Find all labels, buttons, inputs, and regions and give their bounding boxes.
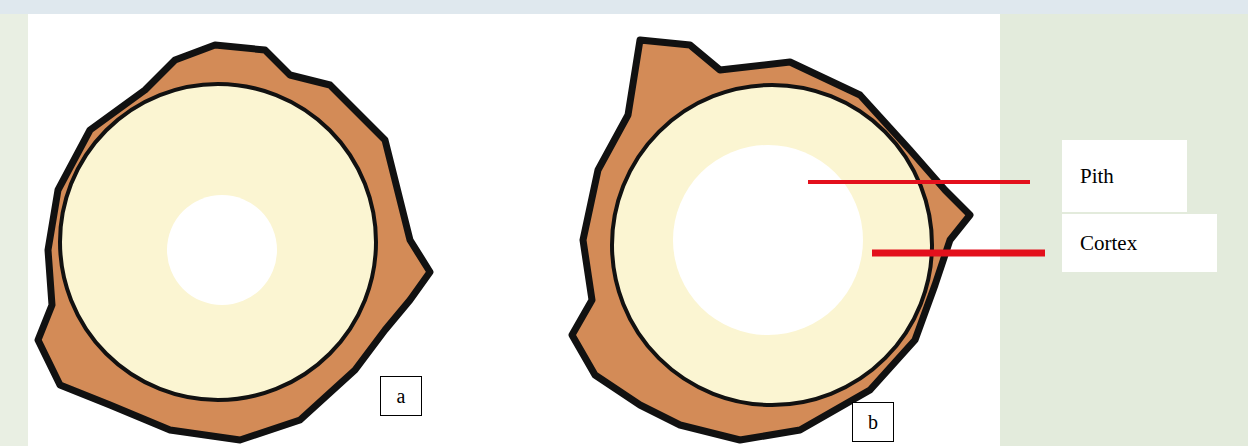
pith-area — [673, 145, 863, 335]
wood-ring — [60, 84, 376, 400]
leaf-background — [1000, 14, 1248, 446]
leader-line — [872, 250, 1045, 257]
figure-letter-box: a — [380, 376, 422, 416]
pith-area — [167, 195, 277, 305]
label-box: Cortex — [1062, 214, 1217, 272]
wood-ring — [612, 85, 932, 405]
part-label: Cortex — [1080, 231, 1137, 256]
figure-letter: b — [868, 411, 878, 434]
top-strip — [0, 0, 1248, 14]
white-panel — [28, 14, 1000, 446]
bark-outline — [38, 45, 430, 440]
figure-letter-box: b — [852, 402, 894, 442]
part-label: Pith — [1080, 164, 1114, 189]
bark-outline — [572, 40, 970, 440]
figure-letter: a — [397, 385, 406, 408]
label-box: Pith — [1062, 140, 1187, 212]
leader-line — [808, 180, 1030, 184]
